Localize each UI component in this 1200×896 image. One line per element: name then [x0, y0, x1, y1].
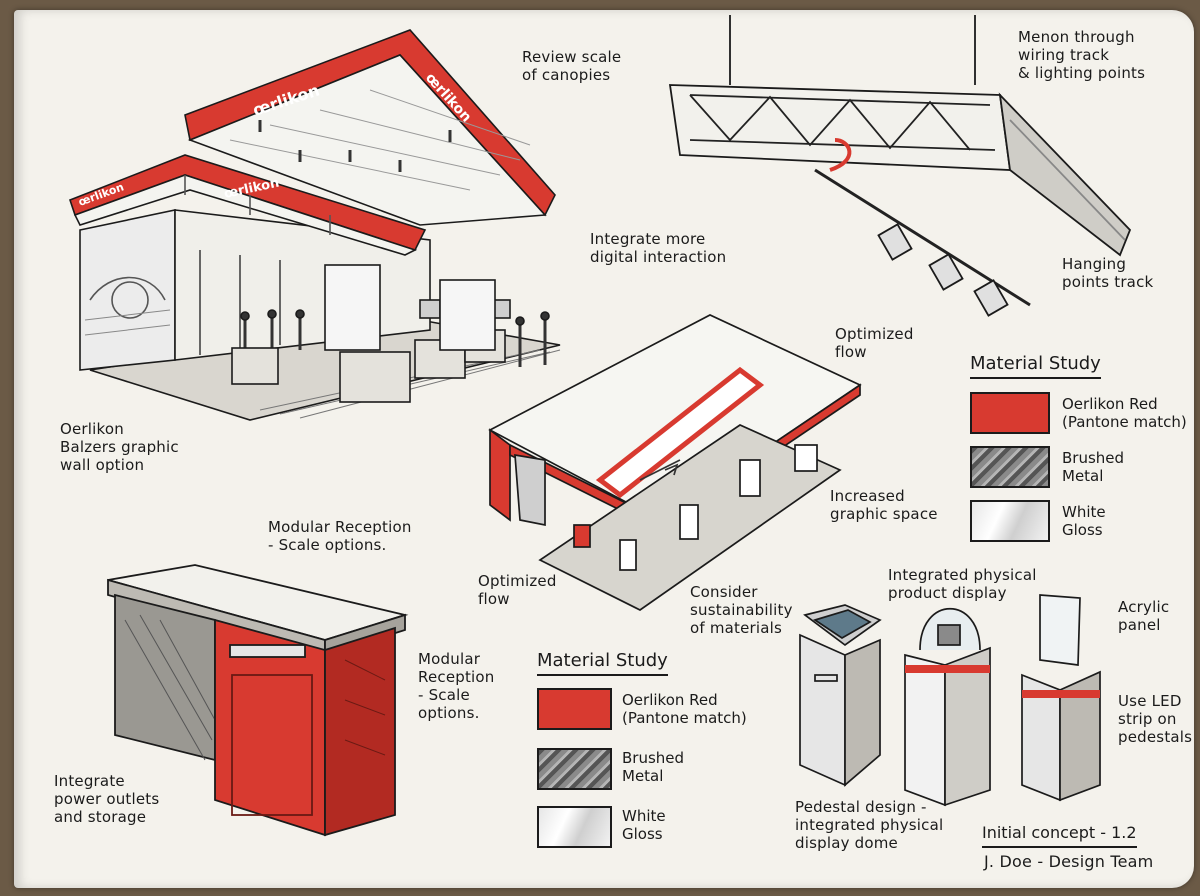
concept-version: Initial concept - 1.2 [982, 822, 1137, 848]
note-led-strip: Use LED strip on pedestals [1118, 692, 1193, 746]
author-credit: J. Doe - Design Team [984, 852, 1154, 871]
note-wiring-track: Menon through wiring track & lighting po… [1018, 28, 1146, 82]
swatch-center-gloss-label: White Gloss [622, 807, 666, 843]
note-optimized-flow-bottom: Optimized flow [478, 572, 557, 608]
truss-sketch [668, 15, 1132, 317]
note-digital-interaction: Integrate more digital interaction [590, 230, 727, 266]
note-pedestal-design: Pedestal design - integrated physical di… [795, 798, 944, 852]
swatch-right-gloss-label: White Gloss [1062, 503, 1106, 539]
swatch-center-metal-label: Brushed Metal [622, 749, 685, 785]
note-sustainability: Consider sustainability of materials [690, 583, 793, 637]
swatch-center-red-label: Oerlikon Red (Pantone match) [622, 691, 747, 727]
material-study-center-heading: Material Study [537, 650, 668, 676]
pedestal-sketch [799, 594, 1101, 807]
note-power-outlets: Integrate power outlets and storage [54, 772, 160, 826]
note-modular-reception-side: Modular Reception - Scale options. [418, 650, 495, 722]
reception-desk-sketch [107, 564, 409, 837]
material-study-right-heading: Material Study [970, 353, 1101, 379]
note-modular-reception-top: Modular Reception - Scale options. [268, 518, 412, 554]
note-hanging-points: Hanging points track [1062, 255, 1154, 291]
booth-sketch: œrlikon œrlikon œrlikon œrlikon [69, 29, 561, 421]
swatch-center-gloss [537, 806, 612, 848]
swatch-center-metal [537, 748, 612, 790]
swatch-right-metal-label: Brushed Metal [1062, 449, 1125, 485]
swatch-right-gloss [970, 500, 1050, 542]
note-increased-graphic: Increased graphic space [830, 487, 938, 523]
note-graphic-wall: Oerlikon Balzers graphic wall option [60, 420, 179, 474]
note-acrylic-panel: Acrylic panel [1118, 598, 1170, 634]
swatch-right-red [970, 392, 1050, 434]
floorplan-sketch [488, 314, 862, 611]
swatch-right-red-label: Oerlikon Red (Pantone match) [1062, 395, 1187, 431]
note-product-display: Integrated physical product display [888, 566, 1037, 602]
note-optimized-flow-top: Optimized flow [835, 325, 914, 361]
swatch-right-metal [970, 446, 1050, 488]
note-review-canopies: Review scale of canopies [522, 48, 622, 84]
swatch-center-red [537, 688, 612, 730]
